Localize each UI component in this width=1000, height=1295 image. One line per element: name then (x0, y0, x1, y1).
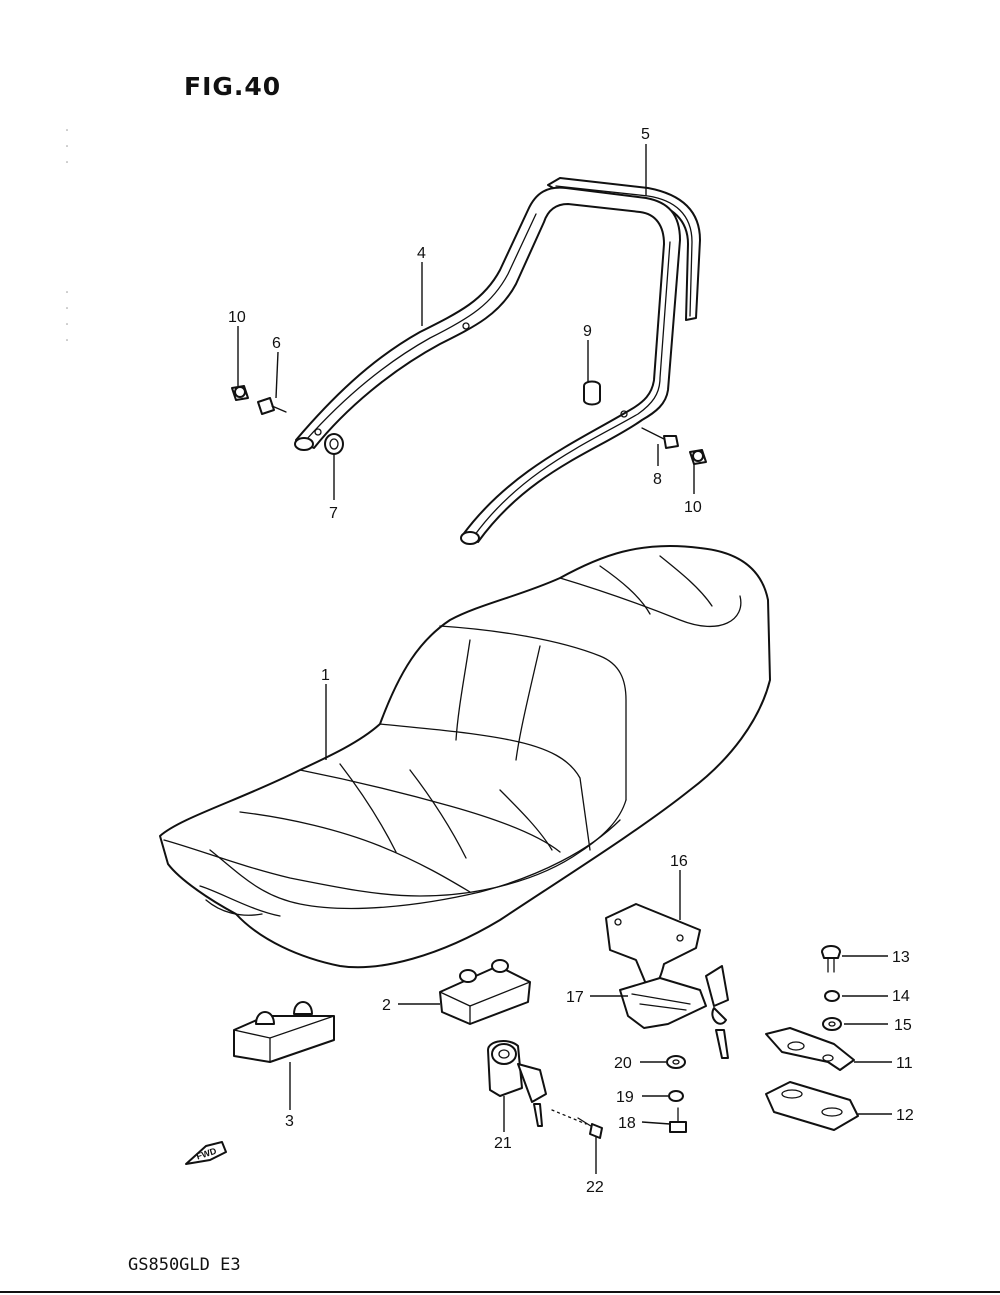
part-20-washer[interactable] (666, 1055, 686, 1069)
part-15-washer[interactable] (822, 1017, 842, 1031)
callout-10-left: 10 (228, 309, 246, 326)
part-3-rubber-block[interactable] (233, 1001, 335, 1063)
part-8-bolt[interactable] (641, 427, 679, 449)
part-4-grab-rail[interactable] (294, 186, 681, 545)
part-17-seat-lock[interactable] (619, 965, 729, 1059)
model-code: GS850GLD E3 (128, 1255, 241, 1275)
part-2-cushion[interactable] (439, 959, 531, 1025)
part-13-bolt[interactable] (821, 945, 841, 973)
part-10-cap-nut-left[interactable] (231, 385, 249, 401)
callout-13: 13 (892, 949, 910, 966)
fwd-direction-arrow: FWD (185, 1141, 227, 1165)
part-14-nut[interactable] (824, 990, 840, 1002)
callout-1: 1 (321, 667, 330, 684)
callout-2: 2 (382, 997, 391, 1014)
callout-20: 20 (614, 1055, 632, 1072)
leader-lines (237, 144, 892, 1174)
callout-4: 4 (417, 245, 426, 262)
part-11-striker-plate[interactable] (765, 1027, 855, 1071)
callout-17: 17 (566, 989, 584, 1006)
callout-16: 16 (670, 853, 688, 870)
margin-dots (66, 129, 68, 341)
callout-10-right: 10 (684, 499, 702, 516)
callout-5: 5 (641, 126, 650, 143)
part-19-nut[interactable] (668, 1090, 684, 1102)
part-7-spacer[interactable] (324, 433, 344, 455)
callout-11: 11 (896, 1055, 913, 1072)
part-9-spacer[interactable] (583, 380, 601, 406)
part-16-bracket[interactable] (605, 903, 701, 987)
part-10-cap-nut-right[interactable] (689, 449, 707, 465)
callout-8: 8 (653, 471, 662, 488)
part-12-plate[interactable] (765, 1081, 859, 1131)
callout-21: 21 (494, 1135, 512, 1152)
callout-12: 12 (896, 1107, 914, 1124)
callout-9: 9 (583, 323, 592, 340)
callout-3: 3 (285, 1113, 294, 1130)
callout-18: 18 (618, 1115, 636, 1132)
callout-15: 15 (894, 1017, 912, 1034)
part-18-bolt[interactable] (669, 1107, 687, 1133)
callout-6: 6 (272, 335, 281, 352)
part-22-screw[interactable] (551, 1109, 603, 1139)
callout-numbers: 5 4 10 6 9 7 8 10 1 16 2 3 17 13 14 15 1… (228, 126, 914, 1196)
callout-22: 22 (586, 1179, 604, 1196)
callout-7: 7 (329, 505, 338, 522)
part-6-bolt[interactable] (257, 397, 287, 415)
figure-title: FIG.40 (184, 72, 282, 101)
part-1-seat[interactable] (159, 544, 771, 969)
callout-14: 14 (892, 988, 910, 1005)
callout-19: 19 (616, 1089, 634, 1106)
part-21-lock-cylinder[interactable] (487, 1040, 547, 1127)
